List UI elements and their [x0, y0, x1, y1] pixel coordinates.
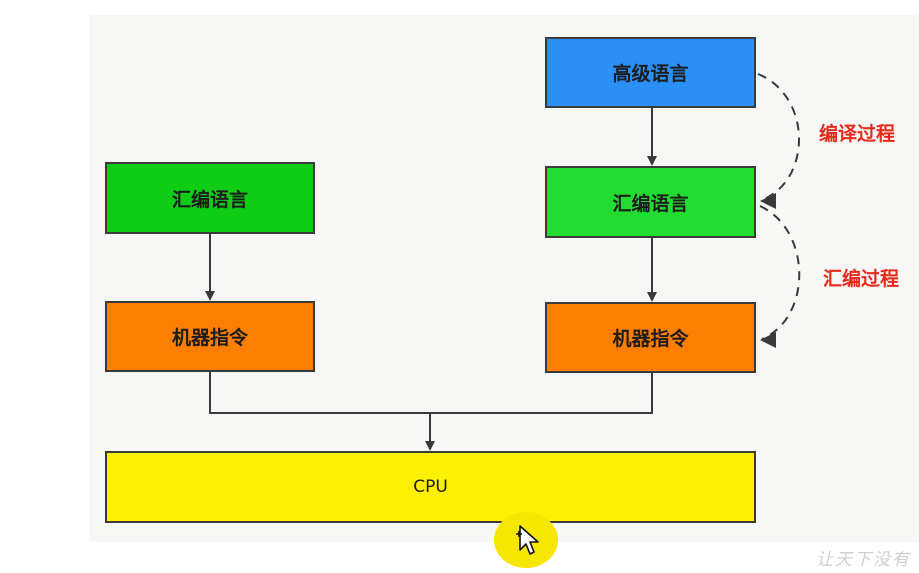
compile-process-label: 编译过程	[819, 123, 896, 145]
cpu-label: CPU	[413, 477, 448, 497]
left-assembly-language-box: 汇编语言	[105, 162, 315, 234]
cpu-box: CPU	[105, 451, 756, 523]
right-machine-instruction-box: 机器指令	[545, 302, 756, 373]
right-assembly-language-box: 汇编语言	[545, 166, 756, 238]
high-level-language-box: 高级语言	[545, 37, 756, 108]
left-machine-instruction-label: 机器指令	[171, 327, 248, 349]
assemble-process-label: 汇编过程	[823, 268, 900, 290]
left-assembly-language-label: 汇编语言	[171, 188, 248, 211]
right-assembly-language-label: 汇编语言	[612, 192, 689, 215]
left-machine-instruction-box: 机器指令	[105, 301, 315, 372]
watermark-text: 让天下没有	[816, 550, 911, 570]
right-machine-instruction-label: 机器指令	[612, 328, 689, 350]
high-level-language-label: 高级语言	[612, 63, 689, 85]
move-cursor-icon	[516, 525, 539, 555]
